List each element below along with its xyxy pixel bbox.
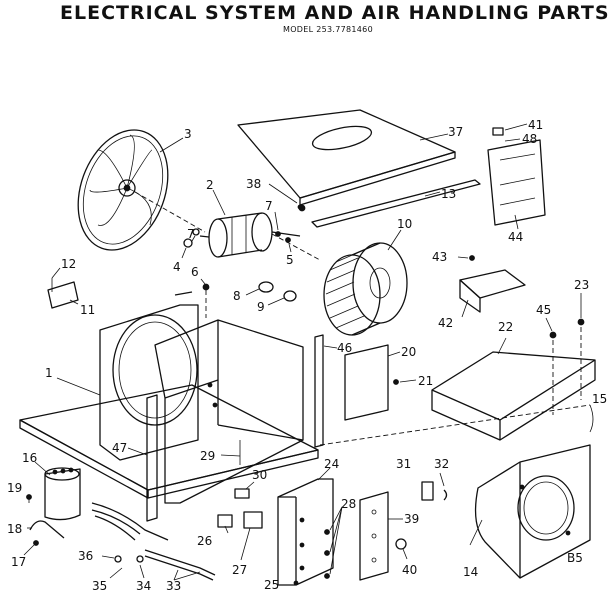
- model-number: MODEL 253.7781460: [283, 25, 373, 34]
- callout-38: 38: [246, 177, 261, 191]
- callout-6: 6: [191, 265, 199, 279]
- callout-11: 11: [80, 303, 95, 317]
- page-code: B5: [567, 551, 583, 565]
- callout-39: 39: [404, 512, 419, 526]
- callout-14: 14: [463, 565, 478, 579]
- callout-10: 10: [397, 217, 412, 231]
- callout-7b: 7: [265, 199, 273, 213]
- base-pan: [19, 377, 319, 499]
- callout-18: 18: [7, 522, 22, 536]
- callout-19: 19: [7, 481, 22, 495]
- control-box: [277, 467, 343, 586]
- callout-27: 27: [232, 563, 247, 577]
- callout-5: 5: [286, 253, 294, 267]
- callout-25: 25: [264, 578, 279, 591]
- control-knob: [395, 538, 408, 560]
- callout-30: 30: [252, 468, 267, 482]
- callout-42: 42: [438, 316, 453, 330]
- wiring-harness: [91, 502, 169, 541]
- callout-45: 45: [536, 303, 551, 317]
- callout-23: 23: [574, 278, 589, 292]
- callout-15: 15: [592, 392, 607, 406]
- callout-17: 17: [11, 555, 26, 569]
- blower-motor: [199, 189, 321, 261]
- callout-29: 29: [200, 449, 215, 463]
- callout-28: 28: [341, 497, 356, 511]
- callout-1: 1: [45, 366, 53, 380]
- condenser-housing: [319, 404, 594, 579]
- electrical-box: [487, 123, 546, 230]
- callout-48: 48: [522, 132, 537, 146]
- gasket-plate: [359, 491, 403, 581]
- callout-9: 9: [257, 300, 265, 314]
- chassis-bulkhead: [154, 290, 304, 504]
- callout-40: 40: [402, 563, 417, 577]
- callout-12: 12: [61, 257, 76, 271]
- top-cover-plate: [237, 109, 456, 212]
- callout-35: 35: [92, 579, 107, 591]
- callout-33: 33: [166, 579, 181, 591]
- callout-43: 43: [432, 250, 447, 264]
- power-cord: [101, 549, 216, 581]
- terminal-block: [457, 255, 526, 318]
- relay-and-clip: [421, 472, 448, 501]
- callout-36: 36: [78, 549, 93, 563]
- callout-41: 41: [528, 118, 543, 132]
- capacitor-strap: [23, 494, 65, 556]
- callout-37: 37: [448, 125, 463, 139]
- page-title: ELECTRICAL SYSTEM AND AIR HANDLING PARTS: [60, 2, 608, 24]
- filter-bracket: [47, 267, 79, 309]
- callout-2: 2: [206, 178, 214, 192]
- fan-shroud-panel: [99, 291, 199, 461]
- callout-7a: 7: [187, 227, 195, 241]
- callout-22: 22: [498, 320, 513, 334]
- callout-21: 21: [418, 374, 433, 388]
- switch-components: [217, 481, 263, 561]
- callout-32: 32: [434, 457, 449, 471]
- callout-31: 31: [396, 457, 411, 471]
- condenser-shroud: [431, 337, 596, 441]
- blower-wheel: [323, 229, 408, 336]
- run-capacitor: [34, 461, 81, 521]
- callout-4: 4: [173, 260, 181, 274]
- callout-3: 3: [184, 127, 192, 141]
- callout-20: 20: [401, 345, 416, 359]
- control-plate: [344, 344, 417, 421]
- divider-post: [127, 394, 158, 522]
- callout-24: 24: [324, 457, 339, 471]
- callout-44: 44: [508, 230, 523, 244]
- callout-8: 8: [233, 289, 241, 303]
- mounting-rail: [311, 179, 481, 228]
- callout-13: 13: [441, 187, 456, 201]
- hardware-fasteners: [181, 183, 303, 306]
- seal-strip: [314, 334, 338, 448]
- callout-26: 26: [197, 534, 212, 548]
- callout-16: 16: [22, 451, 37, 465]
- callout-46: 46: [337, 341, 352, 355]
- callout-47: 47: [112, 441, 127, 455]
- shroud-fasteners: [545, 293, 585, 415]
- callout-34: 34: [136, 579, 151, 591]
- fan-blade: [77, 129, 206, 251]
